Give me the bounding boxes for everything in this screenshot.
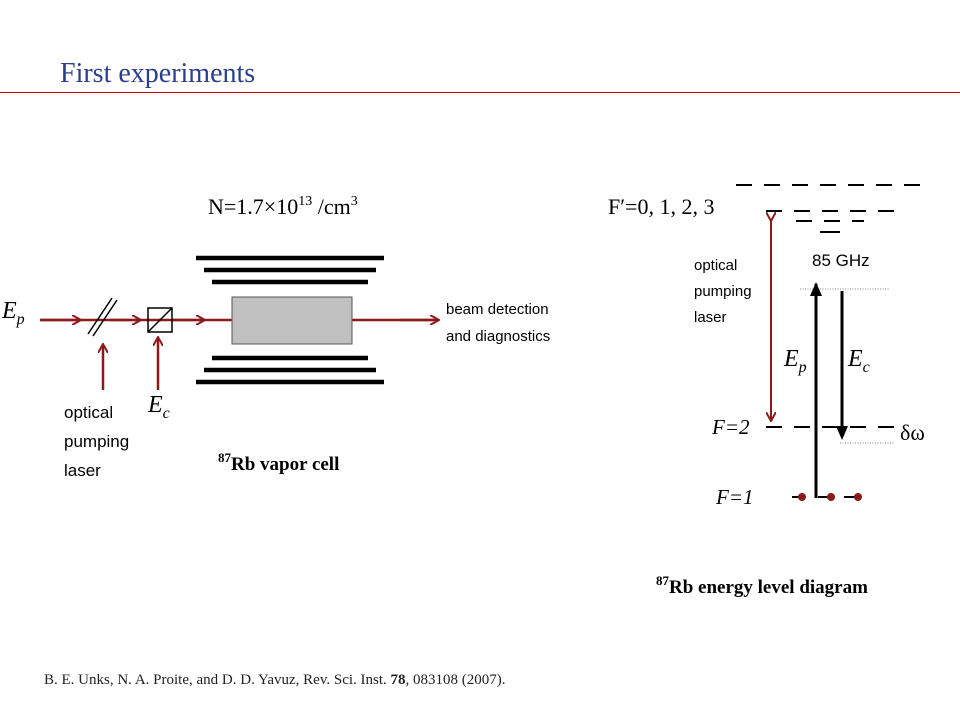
coupling-field-label: Ec <box>147 392 170 422</box>
probe-arrowhead <box>810 282 822 296</box>
level-pump-label-line2: pumping <box>694 283 752 300</box>
pbs-diagonal <box>147 307 173 333</box>
atom-population-2 <box>827 493 835 501</box>
f1-label: F=1 <box>715 485 754 509</box>
reference-volume: 78 <box>390 672 406 688</box>
dichroic-mirror <box>87 297 113 335</box>
level-pump-label-line1: optical <box>694 257 737 274</box>
density-label: N=1.7×1013 /cm3 <box>208 194 358 219</box>
atom-population-1 <box>798 493 806 501</box>
pump-label-line1: optical <box>64 403 113 422</box>
detuning-label: δω <box>900 420 925 445</box>
level-coupling-label: Ec <box>847 346 870 376</box>
detection-label-line2: and diagnostics <box>446 328 550 345</box>
probe-field-label: Ep <box>1 298 25 328</box>
splitting-label: 85 GHz <box>812 251 870 270</box>
level-probe-label: Ep <box>783 346 807 376</box>
shield-layers <box>196 255 384 385</box>
title-divider <box>0 92 960 93</box>
f2-label: F=2 <box>711 415 750 439</box>
pbs-cube <box>147 307 173 333</box>
upper-level-label: F′=0, 1, 2, 3 <box>608 194 714 219</box>
reference-rest: , 083108 (2007). <box>405 672 506 688</box>
reference-authors: B. E. Unks, N. A. Proite, and D. D. Yavu… <box>44 672 391 688</box>
page-title: First experiments <box>60 58 256 89</box>
vapor-cell <box>231 296 353 345</box>
setup-schematic: N=1.7×1013 /cm3 Ep optical pumping laser… <box>1 194 550 480</box>
detection-label-line1: beam detection <box>446 301 549 318</box>
level-diagram-caption: 87Rb energy level diagram <box>656 573 868 598</box>
reference-citation: B. E. Unks, N. A. Proite, and D. D. Yavu… <box>44 672 506 689</box>
upper-levels <box>736 184 924 233</box>
level-pump-label-line3: laser <box>694 309 727 326</box>
energy-level-diagram: F′=0, 1, 2, 3 optical pumping laser 85 G… <box>608 184 925 598</box>
vapor-cell-caption: 87Rb vapor cell <box>218 450 339 475</box>
coupling-arrowhead <box>836 426 848 440</box>
pump-label-line2: pumping <box>64 432 129 451</box>
pump-label-line3: laser <box>64 461 101 480</box>
atom-population-3 <box>854 493 862 501</box>
dichroic-mirror-back <box>92 299 118 337</box>
